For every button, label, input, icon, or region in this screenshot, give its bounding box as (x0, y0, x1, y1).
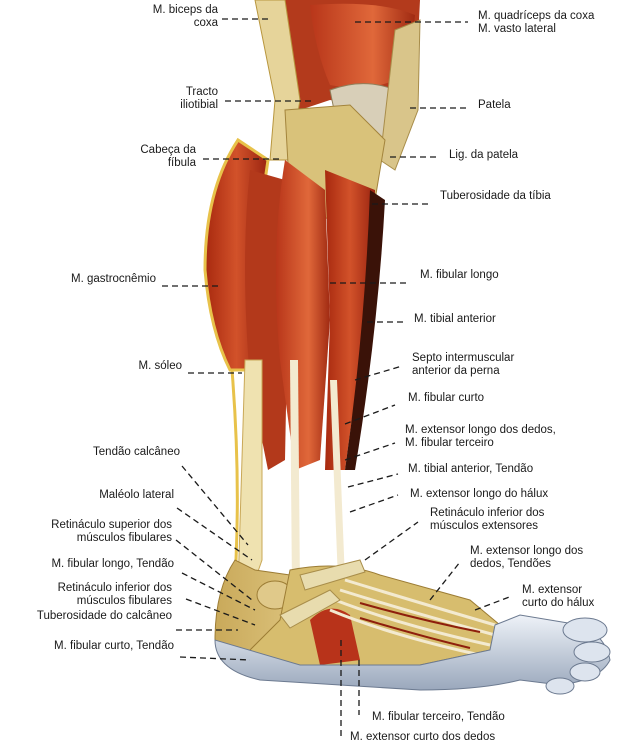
label-tuberosidade-tibia: Tuberosidade da tíbia (440, 190, 551, 202)
label-extensor-longo-halux: M. extensor longo do hálux (410, 488, 549, 500)
label-fibular-curto-tendao: M. fibular curto, Tendão (54, 640, 174, 652)
label-tracto-iliotibial: Tracto iliotibial (180, 86, 218, 111)
label-biceps-femoral: M. biceps da coxa (152, 4, 218, 29)
label-quadriceps-vasto-lateral: M. quadríceps da coxa M. vasto lateral (478, 10, 595, 35)
label-retinaculo-inferior-extensores: Retináculo inferior dos músculos extenso… (430, 507, 545, 532)
label-extensor-longo-dedos: M. extensor longo dos dedos, M. fibular … (405, 424, 556, 449)
label-tibial-anterior-tendao: M. tibial anterior, Tendão (408, 463, 534, 475)
label-extensor-curto-dedos: M. extensor curto dos dedos (350, 731, 496, 743)
label-retinaculo-superior-fibulares: Retináculo superior dos músculos fibular… (51, 519, 172, 544)
label-cabeca-fibula: Cabeça da fíbula (140, 144, 196, 169)
label-lig-patela: Lig. da patela (449, 149, 519, 161)
label-fibular-longo-tendao: M. fibular longo, Tendão (51, 558, 174, 570)
label-retinaculo-inferior-fibulares: Retináculo inferior dos músculos fibular… (57, 582, 172, 607)
label-tendao-calcaneo: Tendão calcâneo (93, 446, 180, 458)
label-maleolo-lateral: Maléolo lateral (99, 489, 174, 501)
label-tibial-anterior: M. tibial anterior (414, 313, 496, 325)
label-extensor-curto-halux: M. extensor curto do hálux (522, 584, 595, 609)
leader-lines (162, 18, 513, 740)
label-gastrocnemio: M. gastrocnêmio (70, 273, 156, 285)
label-fibular-longo: M. fibular longo (420, 269, 499, 281)
label-soleo: M. sóleo (138, 360, 182, 372)
label-fibular-terceiro-tendao: M. fibular terceiro, Tendão (372, 711, 505, 723)
label-fibular-curto: M. fibular curto (408, 392, 485, 404)
label-extensor-longo-dedos-tendoes: M. extensor longo dos dedos, Tendões (470, 545, 584, 570)
label-patela: Patela (478, 99, 511, 111)
label-septo-intermuscular: Septo intermuscular anterior da perna (412, 352, 515, 377)
label-tuberosidade-calcaneo: Tuberosidade do calcâneo (36, 610, 172, 622)
